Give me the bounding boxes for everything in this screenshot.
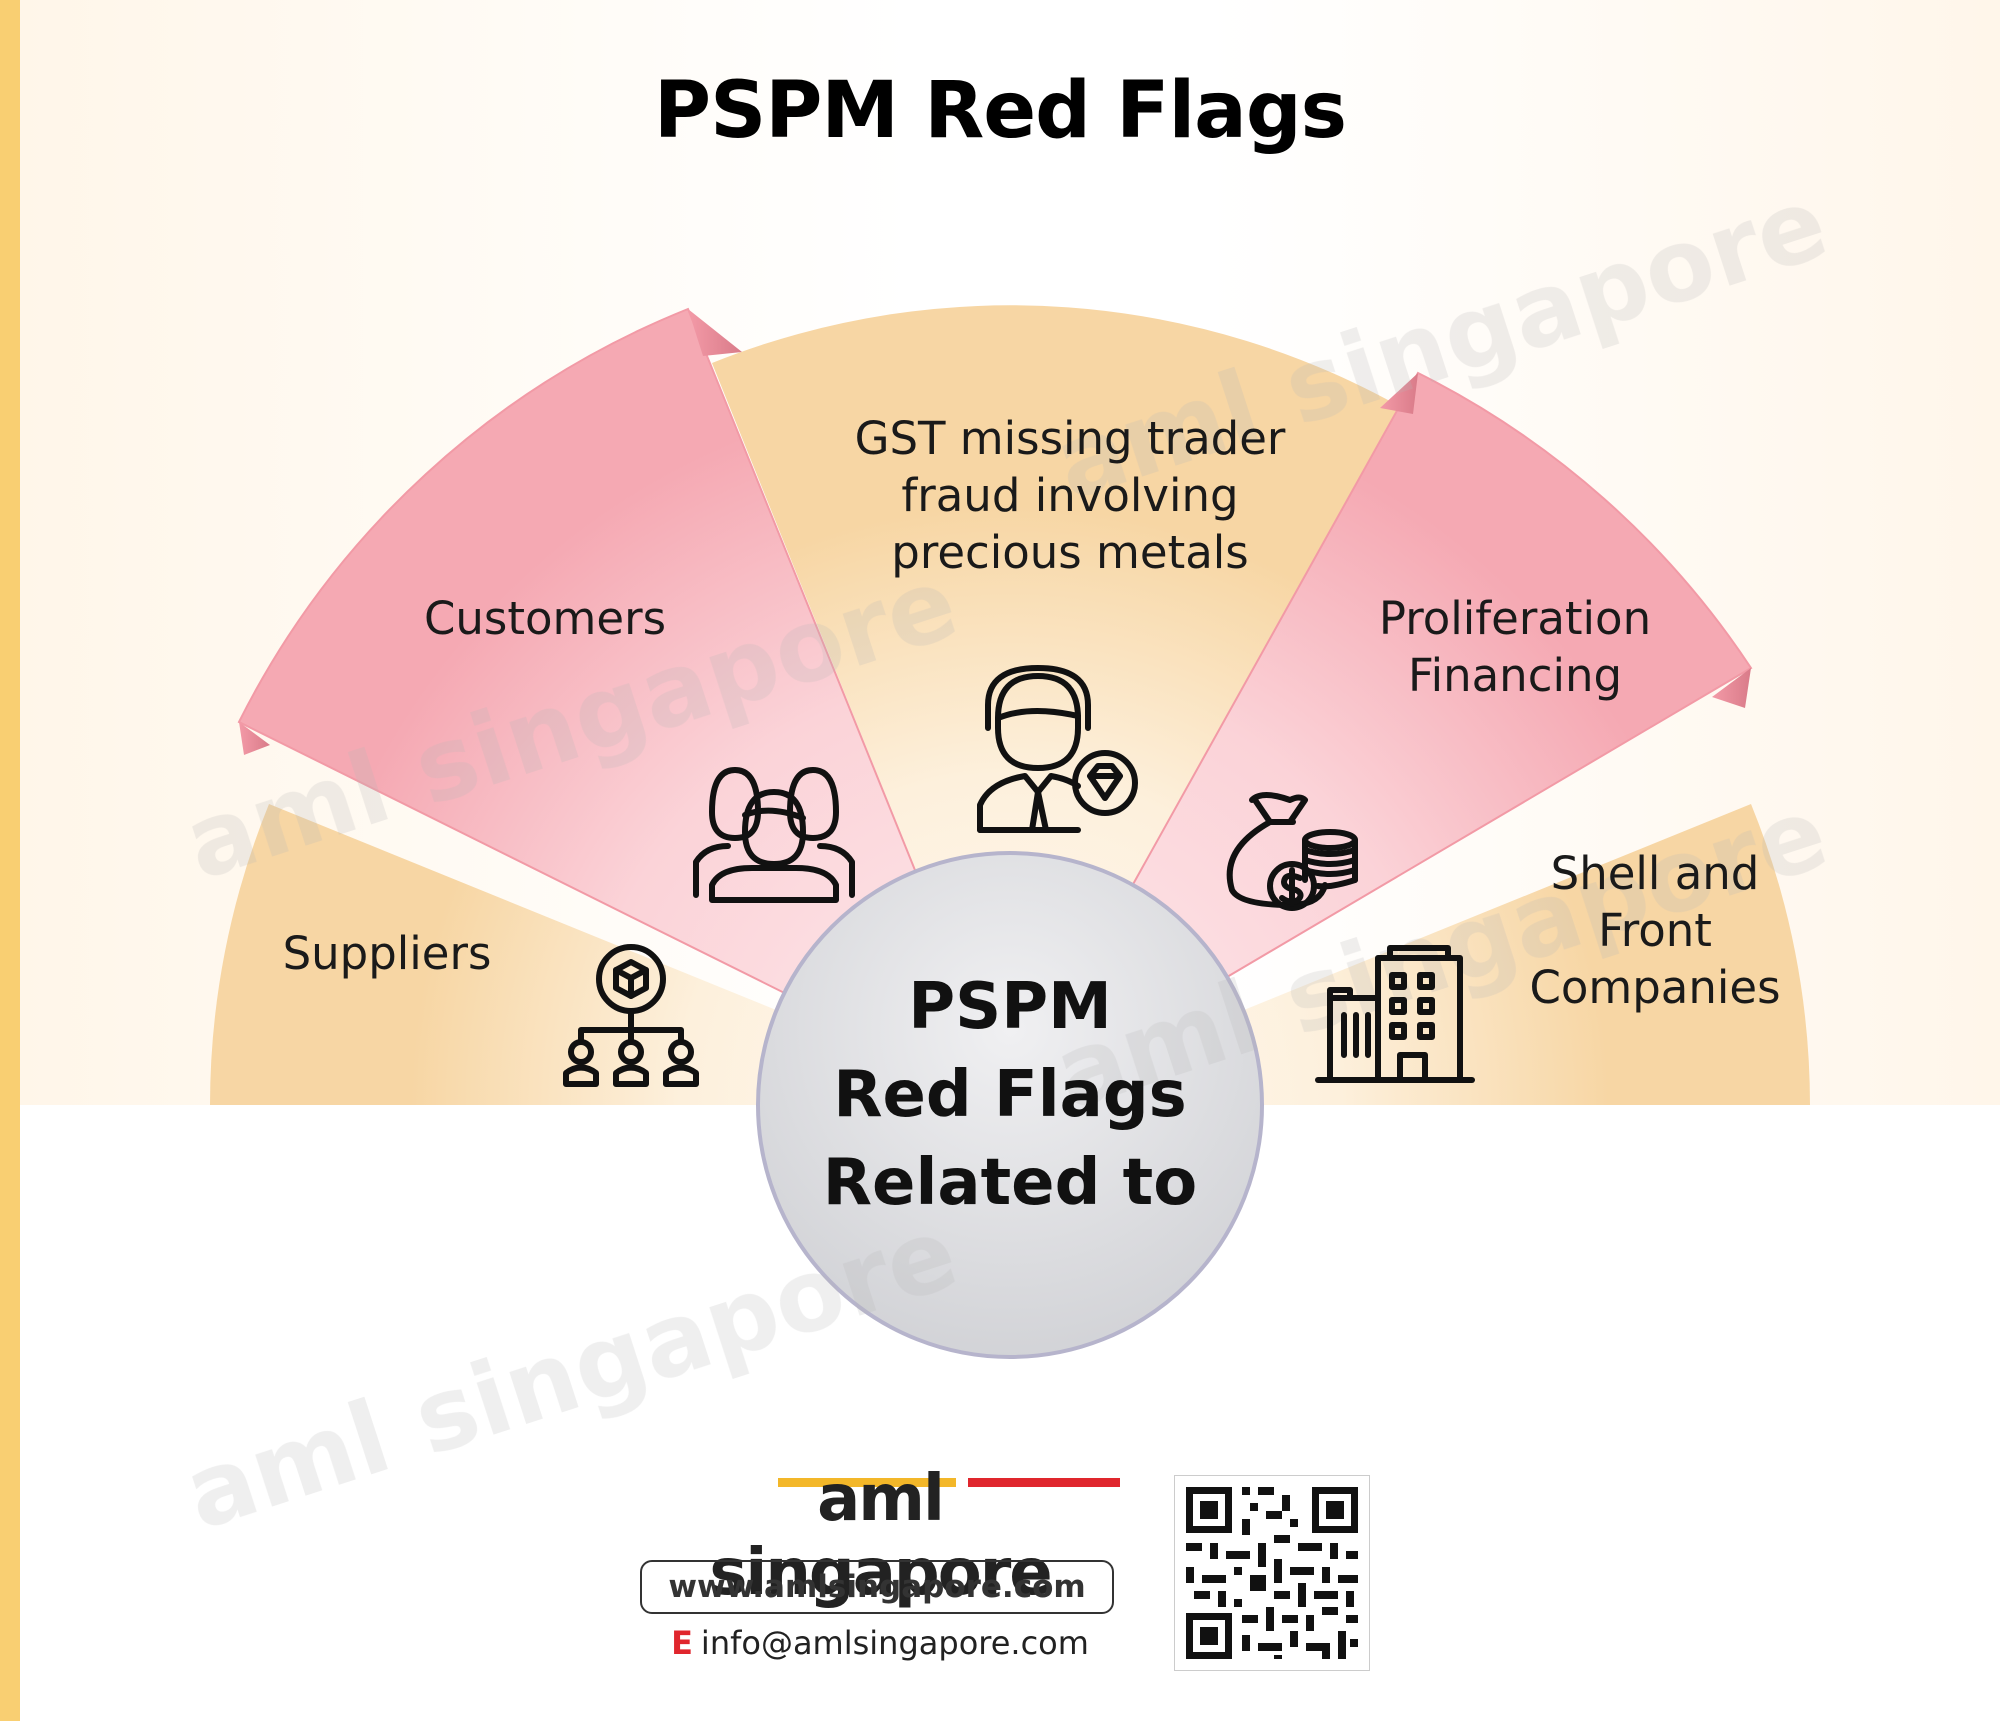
fold-proliferation-top xyxy=(1380,373,1418,414)
segment-label-customers: Customers xyxy=(423,592,667,645)
fold-customers-bottom xyxy=(239,722,270,755)
website-link[interactable]: www.amlsingapore.com xyxy=(640,1560,1114,1614)
brand-accent-red xyxy=(968,1478,1120,1487)
segment-gst-fraud xyxy=(712,305,1413,1105)
customers-group-icon xyxy=(693,767,855,903)
office-buildings-icon xyxy=(1315,945,1475,1083)
money-bag-coins-icon xyxy=(1226,792,1358,911)
hub-label: PSPM Red Flags Related to xyxy=(822,970,1198,1220)
segment-label-shell-companies: Shell and Front Companies xyxy=(1529,847,1781,1014)
segment-label-proliferation: Proliferation Financing xyxy=(1378,592,1652,702)
email-prefix: E xyxy=(671,1624,693,1662)
trader-diamond-icon xyxy=(977,665,1138,833)
brand-logo-text: aml singapore xyxy=(709,1462,1052,1610)
segment-customers xyxy=(237,307,1012,1108)
hub-circle xyxy=(756,851,1264,1359)
brand-accent-yellow xyxy=(778,1478,956,1487)
left-accent-stripe xyxy=(0,0,20,1721)
email-address: info@amlsingapore.com xyxy=(700,1624,1089,1662)
segment-label-suppliers: Suppliers xyxy=(282,927,492,980)
supplier-network-icon xyxy=(563,944,699,1087)
segment-proliferation xyxy=(1007,371,1753,1108)
page-title: PSPM Red Flags xyxy=(653,66,1347,156)
fold-customers-top xyxy=(688,309,742,356)
fold-proliferation-bottom xyxy=(1712,668,1751,708)
segment-label-gst-fraud: GST missing trader fraud involving preci… xyxy=(854,412,1286,579)
qr-code-icon[interactable] xyxy=(1174,1475,1370,1671)
